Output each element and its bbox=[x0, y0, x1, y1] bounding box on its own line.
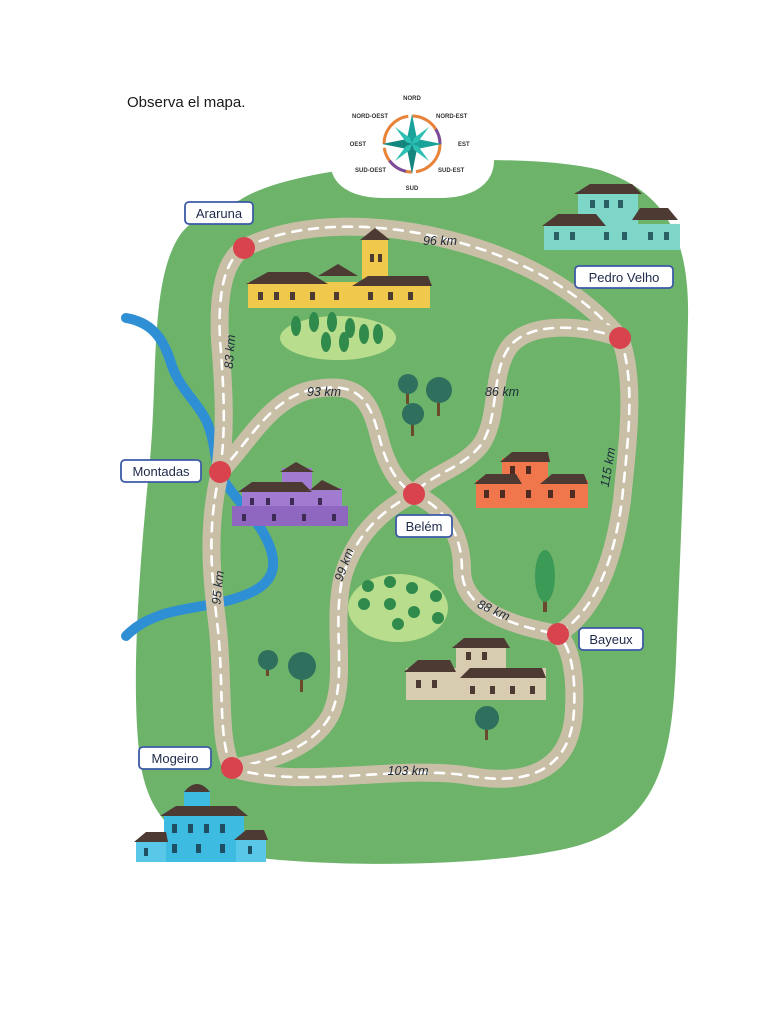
bayeux-town-illustration bbox=[404, 638, 546, 700]
compass-north-east: NORD-EST bbox=[436, 114, 468, 120]
araruna-label: Araruna bbox=[196, 206, 243, 221]
distance-araruna-montadas: 83 km bbox=[222, 334, 238, 369]
road-network bbox=[202, 217, 639, 788]
orchard-meadow bbox=[348, 574, 448, 642]
bayeux-marker[interactable] bbox=[547, 623, 569, 645]
pedro-velho-marker[interactable] bbox=[609, 327, 631, 349]
bayeux-label: Bayeux bbox=[589, 632, 633, 647]
compass-rose: NORD SUD EST OEST NORD-EST NORD-OEST SUD… bbox=[350, 96, 470, 192]
distance-montadas-belem: 93 km bbox=[307, 385, 341, 399]
mogeiro-label-box bbox=[138, 746, 212, 770]
mogeiro-label: Mogeiro bbox=[152, 751, 199, 766]
instruction-text: Observa el mapa. bbox=[127, 94, 246, 111]
town-labels: Araruna Pedro Velho Montadas Belém Bayeu… bbox=[120, 201, 674, 770]
compass-south: SUD bbox=[406, 186, 419, 192]
araruna-town-illustration bbox=[246, 228, 432, 308]
araruna-label-box bbox=[184, 201, 254, 225]
montadas-town-illustration bbox=[232, 462, 348, 526]
pedro-velho-label-box bbox=[574, 265, 674, 289]
compass-north-west: NORD-OEST bbox=[352, 114, 388, 120]
distance-pedro-velho-bayeux: 115 km bbox=[598, 446, 619, 488]
distance-mogeiro-bayeux: 103 km bbox=[388, 764, 429, 778]
compass-south-west: SUD-OEST bbox=[355, 168, 386, 174]
tall-tree bbox=[535, 550, 555, 602]
distance-araruna-pedro-velho: 96 km bbox=[423, 234, 457, 248]
distance-labels: 96 km 83 km 93 km 86 km 115 km 99 km 88 … bbox=[209, 234, 618, 778]
pedro-velho-label: Pedro Velho bbox=[589, 270, 660, 285]
belem-marker[interactable] bbox=[403, 483, 425, 505]
distance-montadas-mogeiro: 95 km bbox=[209, 570, 226, 605]
compass-north: NORD bbox=[403, 96, 421, 102]
distance-pedro-velho-belem: 86 km bbox=[485, 385, 519, 399]
araruna-marker[interactable] bbox=[233, 237, 255, 259]
mogeiro-town-illustration bbox=[134, 784, 268, 862]
compass-west: OEST bbox=[350, 142, 367, 148]
compass-east: EST bbox=[458, 142, 470, 148]
trees bbox=[258, 312, 555, 740]
pedro-velho-town-illustration bbox=[542, 184, 680, 250]
mogeiro-marker[interactable] bbox=[221, 757, 243, 779]
compass-star-icon bbox=[407, 114, 417, 144]
belem-label: Belém bbox=[406, 519, 443, 534]
compass-south-east: SUD-EST bbox=[438, 168, 465, 174]
bayeux-label-box bbox=[578, 627, 644, 651]
belem-town-illustration bbox=[474, 452, 588, 508]
belem-label-box bbox=[395, 514, 453, 538]
tree-cluster-center bbox=[398, 374, 452, 436]
montadas-label: Montadas bbox=[132, 464, 190, 479]
montadas-marker[interactable] bbox=[209, 461, 231, 483]
town-markers bbox=[209, 237, 631, 779]
montadas-label-box bbox=[120, 459, 202, 483]
